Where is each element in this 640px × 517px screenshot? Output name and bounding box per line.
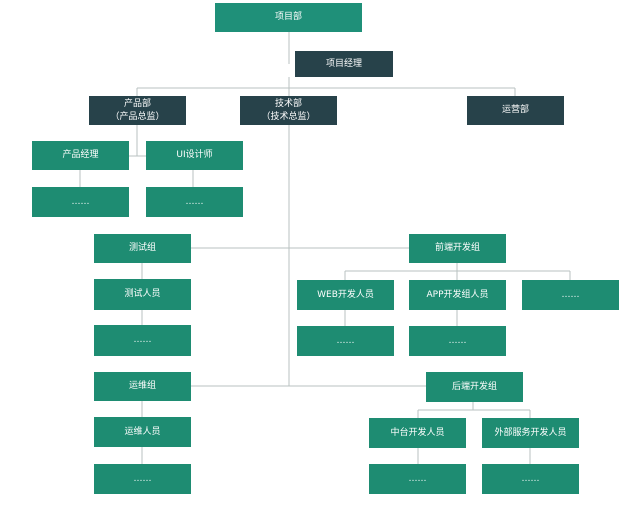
node-middle-platform-more[interactable]: …… bbox=[369, 464, 466, 494]
node-tester[interactable]: 测试人员 bbox=[94, 279, 191, 310]
node-ui-designer[interactable]: UI设计师 bbox=[146, 141, 243, 170]
node-tester-more[interactable]: …… bbox=[94, 325, 191, 356]
node-tech-dept[interactable]: 技术部 （技术总监） bbox=[240, 96, 337, 125]
node-product-dept[interactable]: 产品部 （产品总监） bbox=[89, 96, 186, 125]
node-external-service-dev[interactable]: 外部服务开发人员 bbox=[482, 418, 579, 448]
node-ui-designer-more[interactable]: …… bbox=[146, 187, 243, 217]
node-app-dev-more[interactable]: …… bbox=[409, 326, 506, 356]
node-devops-more[interactable]: …… bbox=[94, 464, 191, 494]
node-web-dev[interactable]: WEB开发人员 bbox=[297, 280, 394, 310]
node-external-service-more[interactable]: …… bbox=[482, 464, 579, 494]
node-frontend-group[interactable]: 前端开发组 bbox=[409, 234, 506, 263]
node-ops-dept[interactable]: 运营部 bbox=[467, 96, 564, 125]
node-project-manager[interactable]: 项目经理 bbox=[295, 51, 393, 77]
node-product-manager[interactable]: 产品经理 bbox=[32, 141, 129, 170]
node-project-dept[interactable]: 项目部 bbox=[215, 3, 362, 32]
node-backend-group[interactable]: 后端开发组 bbox=[426, 372, 523, 402]
node-devops-group[interactable]: 运维组 bbox=[94, 372, 191, 401]
node-test-group[interactable]: 测试组 bbox=[94, 234, 191, 263]
node-middle-platform-dev[interactable]: 中台开发人员 bbox=[369, 418, 466, 448]
node-app-dev[interactable]: APP开发组人员 bbox=[409, 280, 506, 310]
node-frontend-more[interactable]: …… bbox=[522, 280, 619, 310]
node-devops-staff[interactable]: 运维人员 bbox=[94, 417, 191, 447]
node-web-dev-more[interactable]: …… bbox=[297, 326, 394, 356]
node-product-manager-more[interactable]: …… bbox=[32, 187, 129, 217]
